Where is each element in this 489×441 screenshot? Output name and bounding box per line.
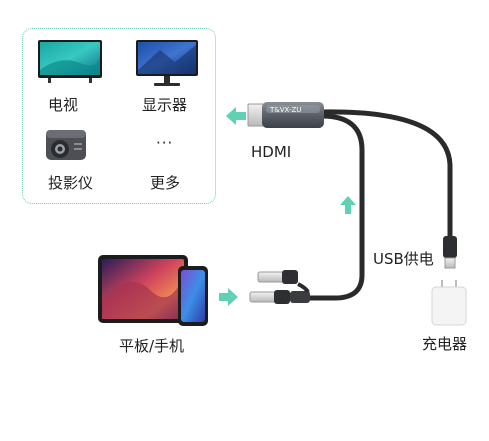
more-dots: ··· bbox=[156, 134, 174, 152]
monitor-label: 显示器 bbox=[142, 96, 188, 114]
arrow-right-icon bbox=[219, 288, 238, 306]
usb-plug bbox=[443, 236, 457, 269]
usb-power-label: USB供电 bbox=[373, 250, 434, 268]
more-label: 更多 bbox=[150, 174, 181, 192]
tablet-icon bbox=[98, 255, 188, 323]
display-devices-frame bbox=[22, 28, 216, 204]
projector-label: 投影仪 bbox=[48, 174, 94, 192]
tv-label: 电视 bbox=[48, 96, 79, 114]
source-connector bbox=[249, 270, 310, 304]
charger-label: 充电器 bbox=[422, 335, 468, 353]
phone-icon bbox=[178, 266, 208, 326]
arrow-left-icon bbox=[226, 107, 246, 125]
source-label: 平板/手机 bbox=[119, 337, 185, 355]
hdmi-label: HDMI bbox=[251, 143, 292, 161]
tv-icon bbox=[38, 40, 102, 83]
arrow-up-icon bbox=[340, 196, 356, 214]
cable bbox=[305, 109, 453, 301]
charger-icon bbox=[431, 280, 467, 326]
hdmi-brand-text: T&VX-ZU bbox=[269, 106, 301, 114]
monitor-icon bbox=[136, 40, 198, 86]
hdmi-adapter: T&VX-ZU bbox=[247, 102, 324, 128]
projector-icon bbox=[46, 130, 86, 160]
